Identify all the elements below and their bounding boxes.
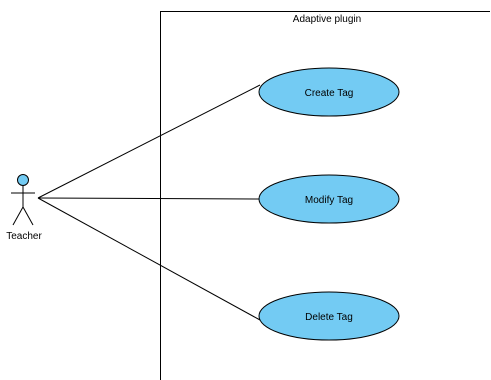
system-boundary-frame [160,11,490,380]
use-case-ellipse [258,67,400,117]
use-case-ellipse [258,174,400,224]
actor-teacher[interactable]: Teacher [6,174,42,243]
associations [37,84,261,321]
actor-head [17,174,29,186]
actor-left-leg [12,206,24,226]
use-case-label: Create Tag [305,88,354,99]
use-case-ellipse [258,291,400,341]
association-delete-tag [37,197,261,321]
association-create-tag [37,84,261,199]
actor-right-leg [22,206,34,226]
use-case-label: Modify Tag [305,195,353,206]
system-boundary: Adaptive plugin [160,11,490,380]
use-case-label: Delete Tag [305,312,353,323]
system-title: Adaptive plugin [293,14,361,25]
use-case-modify-tag[interactable]: Modify Tag [258,174,400,224]
use-case-delete-tag[interactable]: Delete Tag [258,291,400,341]
actor-label: Teacher [6,231,42,242]
association-modify-tag [37,197,260,200]
stick-figure-actor-icon [11,174,35,226]
use-case-create-tag[interactable]: Create Tag [258,67,400,117]
